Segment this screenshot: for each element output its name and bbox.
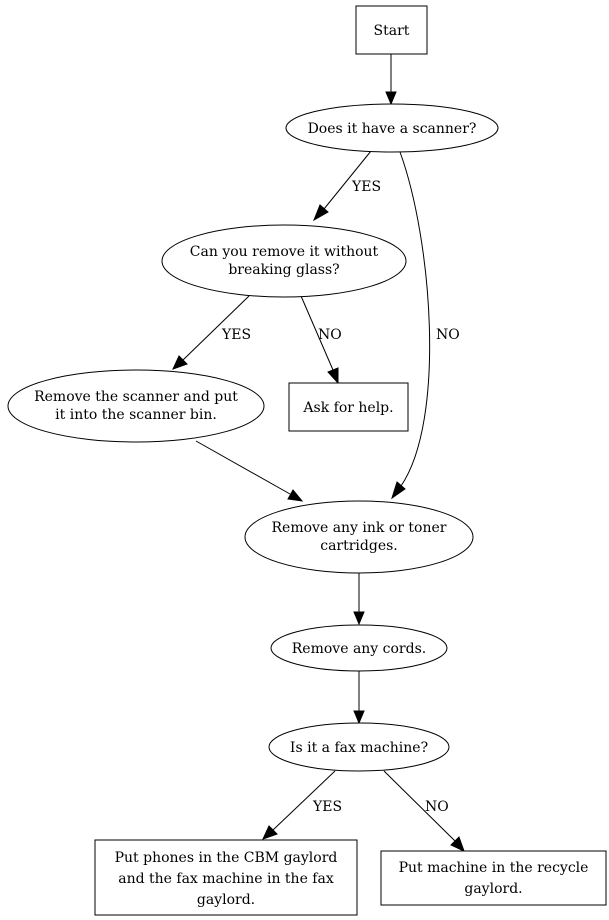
node-start-label: Start — [374, 23, 410, 39]
edge-scanner-yes: YES — [313, 150, 381, 222]
node-remove-no-glass-label-1: Can you remove it without — [190, 244, 379, 260]
edge-label-fax-no: NO — [425, 799, 449, 815]
node-remove-no-glass: Can you remove it without breaking glass… — [161, 224, 407, 298]
node-recycle-gaylord-label-2: gaylord. — [464, 881, 522, 897]
edge-cords-to-fax — [353, 671, 365, 725]
node-has-scanner: Does it have a scanner? — [285, 103, 499, 153]
node-recycle-gaylord-label-1: Put machine in the recycle — [399, 860, 589, 876]
node-remove-scanner-label-2: it into the scanner bin. — [55, 407, 217, 423]
node-phones-gaylord: Put phones in the CBM gaylord and the fa… — [94, 839, 358, 916]
edge-glass-yes: YES — [172, 295, 251, 370]
edge-scanner-no: NO — [391, 151, 460, 500]
node-remove-cords: Remove any cords. — [270, 624, 448, 672]
node-ask-help: Ask for help. — [288, 382, 409, 432]
edge-fax-yes: YES — [262, 770, 342, 840]
edge-glass-no: NO — [300, 295, 342, 385]
edge-start-to-scanner — [385, 54, 397, 106]
edge-fax-no: NO — [383, 770, 465, 852]
node-ask-help-label: Ask for help. — [302, 400, 393, 416]
edge-label-fax-yes: YES — [312, 799, 342, 815]
node-phones-gaylord-label-3: gaylord. — [197, 892, 255, 908]
node-remove-cords-label: Remove any cords. — [292, 641, 426, 657]
edge-label-scanner-yes: YES — [351, 179, 381, 195]
node-phones-gaylord-label-2: and the fax machine in the fax — [118, 871, 334, 887]
node-has-scanner-label: Does it have a scanner? — [308, 121, 477, 137]
edge-ink-to-cords — [353, 573, 365, 626]
node-remove-scanner: Remove the scanner and put it into the s… — [7, 369, 265, 443]
edge-label-glass-no: NO — [318, 327, 342, 343]
node-remove-ink-label-1: Remove any ink or toner — [272, 520, 447, 536]
node-start: Start — [355, 5, 428, 55]
edge-label-scanner-no: NO — [436, 327, 460, 343]
node-remove-ink-label-2: cartridges. — [320, 538, 398, 554]
node-recycle-gaylord: Put machine in the recycle gaylord. — [380, 850, 607, 906]
edge-scanner-to-ink — [195, 440, 304, 502]
node-remove-scanner-label-1: Remove the scanner and put — [34, 389, 238, 405]
node-remove-ink: Remove any ink or toner cartridges. — [244, 500, 474, 574]
edge-label-glass-yes: YES — [221, 327, 251, 343]
node-is-fax: Is it a fax machine? — [268, 722, 450, 772]
node-remove-no-glass-label-2: breaking glass? — [228, 262, 339, 278]
node-is-fax-label: Is it a fax machine? — [290, 740, 428, 756]
node-phones-gaylord-label-1: Put phones in the CBM gaylord — [115, 850, 338, 866]
